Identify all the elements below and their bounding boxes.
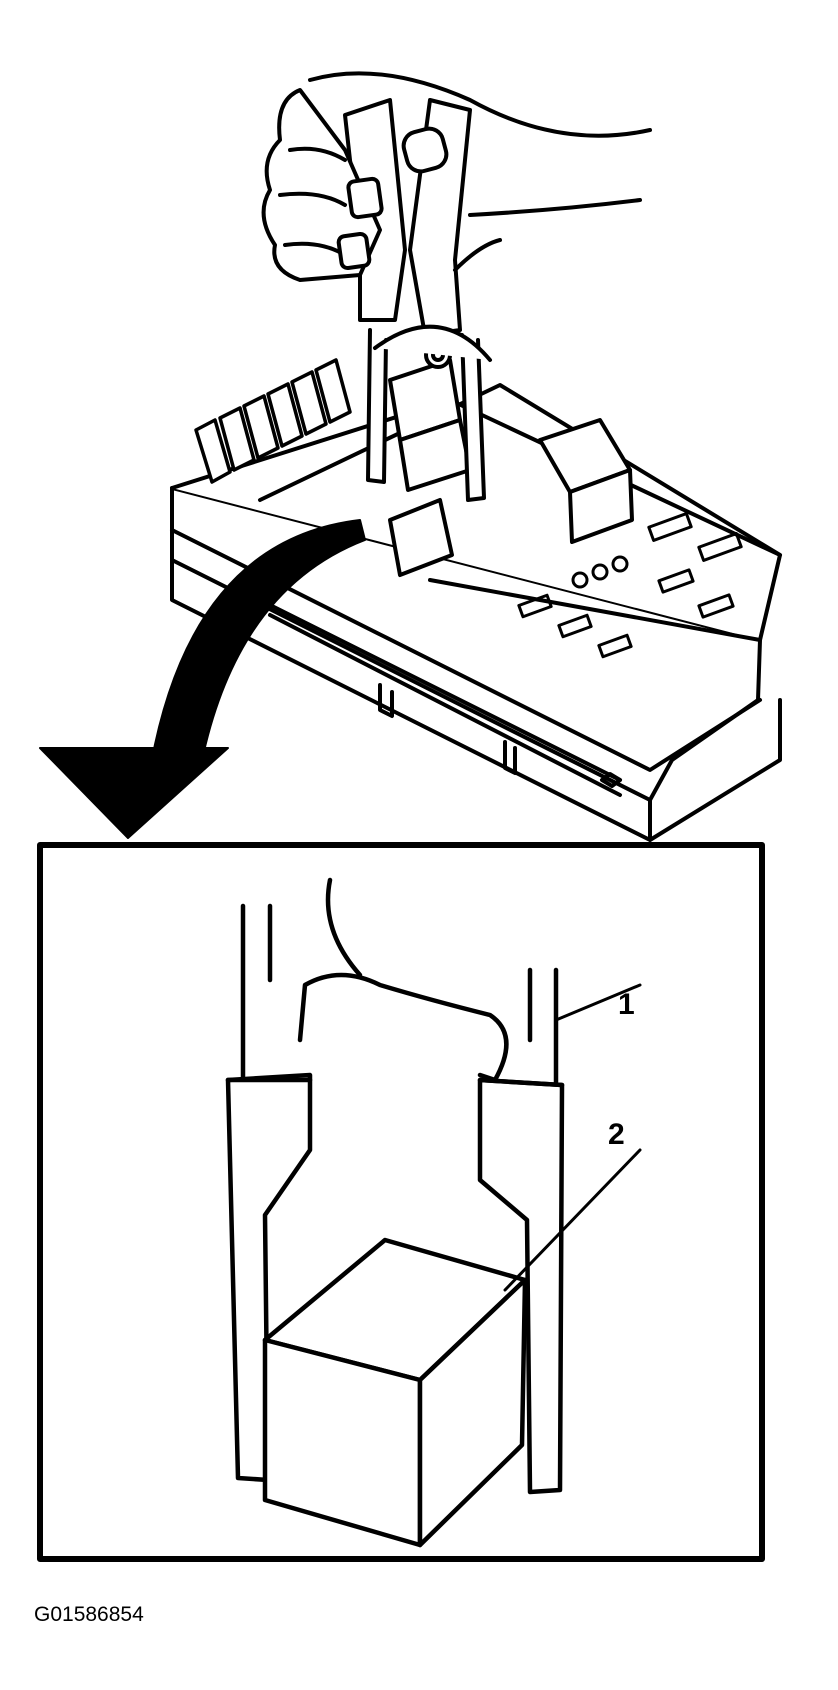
relay-blocks: [388, 358, 634, 577]
callout-leader-lines: [503, 983, 642, 1292]
callout-1-label: 1: [618, 988, 635, 1021]
detail-relay: [262, 1237, 528, 1548]
callout-2-label: 2: [608, 1118, 625, 1151]
fuse-relay-block: [170, 383, 782, 842]
figure-id: G01586854: [34, 1603, 144, 1626]
detail-arrow: [39, 519, 366, 839]
small-fuse-sockets: [517, 512, 743, 659]
hand: [261, 71, 652, 282]
fuse-row: [194, 358, 352, 484]
detail-puller-jaws: [225, 877, 565, 1495]
